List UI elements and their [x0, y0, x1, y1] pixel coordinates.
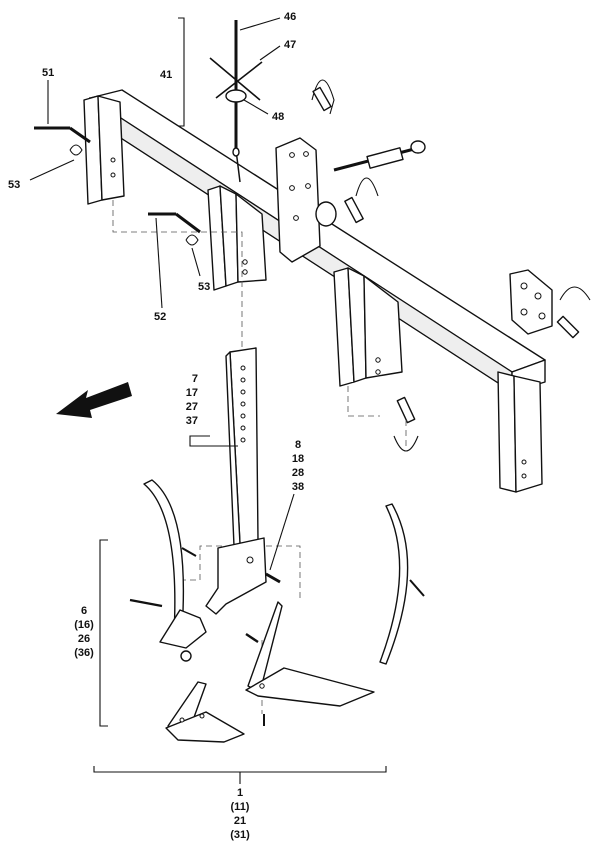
- shank-bracket-left: [207, 185, 267, 291]
- label-53-right: 53: [198, 281, 210, 293]
- side-hitch-plate: [509, 269, 553, 335]
- svg-text:1: 1: [237, 787, 243, 799]
- sweep: [245, 601, 375, 726]
- bracket-41: [178, 17, 185, 127]
- hitch-pin-52: [148, 212, 201, 246]
- hitch-pin-51: [34, 126, 91, 156]
- svg-text:8: 8: [295, 439, 301, 451]
- right-leg: [497, 371, 543, 493]
- spring-tine-left: [143, 479, 197, 635]
- svg-text:38: 38: [292, 481, 304, 493]
- shank-bracket-right: [333, 267, 403, 387]
- svg-text:17: 17: [186, 387, 198, 399]
- svg-text:27: 27: [186, 401, 198, 413]
- direction-arrow: [56, 382, 132, 418]
- svg-text:(36): (36): [74, 647, 94, 659]
- label-48: 48: [272, 111, 284, 123]
- svg-text:26: 26: [78, 633, 90, 645]
- lynch-pins: [311, 79, 591, 452]
- shear-pin: [265, 572, 281, 584]
- bracket-sweep: [99, 539, 108, 727]
- svg-text:28: 28: [292, 467, 304, 479]
- svg-text:21: 21: [234, 815, 246, 827]
- small-sweep: [165, 681, 245, 743]
- svg-text:37: 37: [186, 415, 198, 427]
- shank: [225, 347, 259, 547]
- svg-text:(16): (16): [74, 619, 94, 631]
- svg-text:6: 6: [81, 605, 87, 617]
- tine-clamp: [129, 598, 207, 662]
- label-assembly: 1 (11) 21 (31): [230, 787, 250, 841]
- label-46: 46: [284, 11, 296, 23]
- svg-text:(11): (11): [231, 801, 250, 813]
- svg-text:7: 7: [192, 373, 198, 385]
- label-53-left: 53: [8, 179, 20, 191]
- top-link: [333, 140, 426, 172]
- label-pin: 8 18 28 38: [292, 439, 304, 493]
- shank-holder: [205, 537, 267, 615]
- svg-text:(31): (31): [230, 829, 250, 841]
- label-47: 47: [284, 39, 296, 51]
- spring-tine-right: [379, 503, 425, 665]
- depth-screw: [209, 20, 263, 183]
- label-52: 52: [154, 311, 166, 323]
- label-41: 41: [160, 69, 172, 81]
- leader-lines: [29, 17, 295, 571]
- left-leg: [83, 95, 125, 205]
- label-51: 51: [42, 67, 54, 79]
- label-sweep: 6 (16) 26 (36): [74, 605, 94, 659]
- bracket-assembly: [93, 766, 387, 784]
- svg-text:18: 18: [292, 453, 304, 465]
- label-shank: 7 17 27 37: [186, 373, 198, 427]
- hitch-plate: [275, 137, 337, 263]
